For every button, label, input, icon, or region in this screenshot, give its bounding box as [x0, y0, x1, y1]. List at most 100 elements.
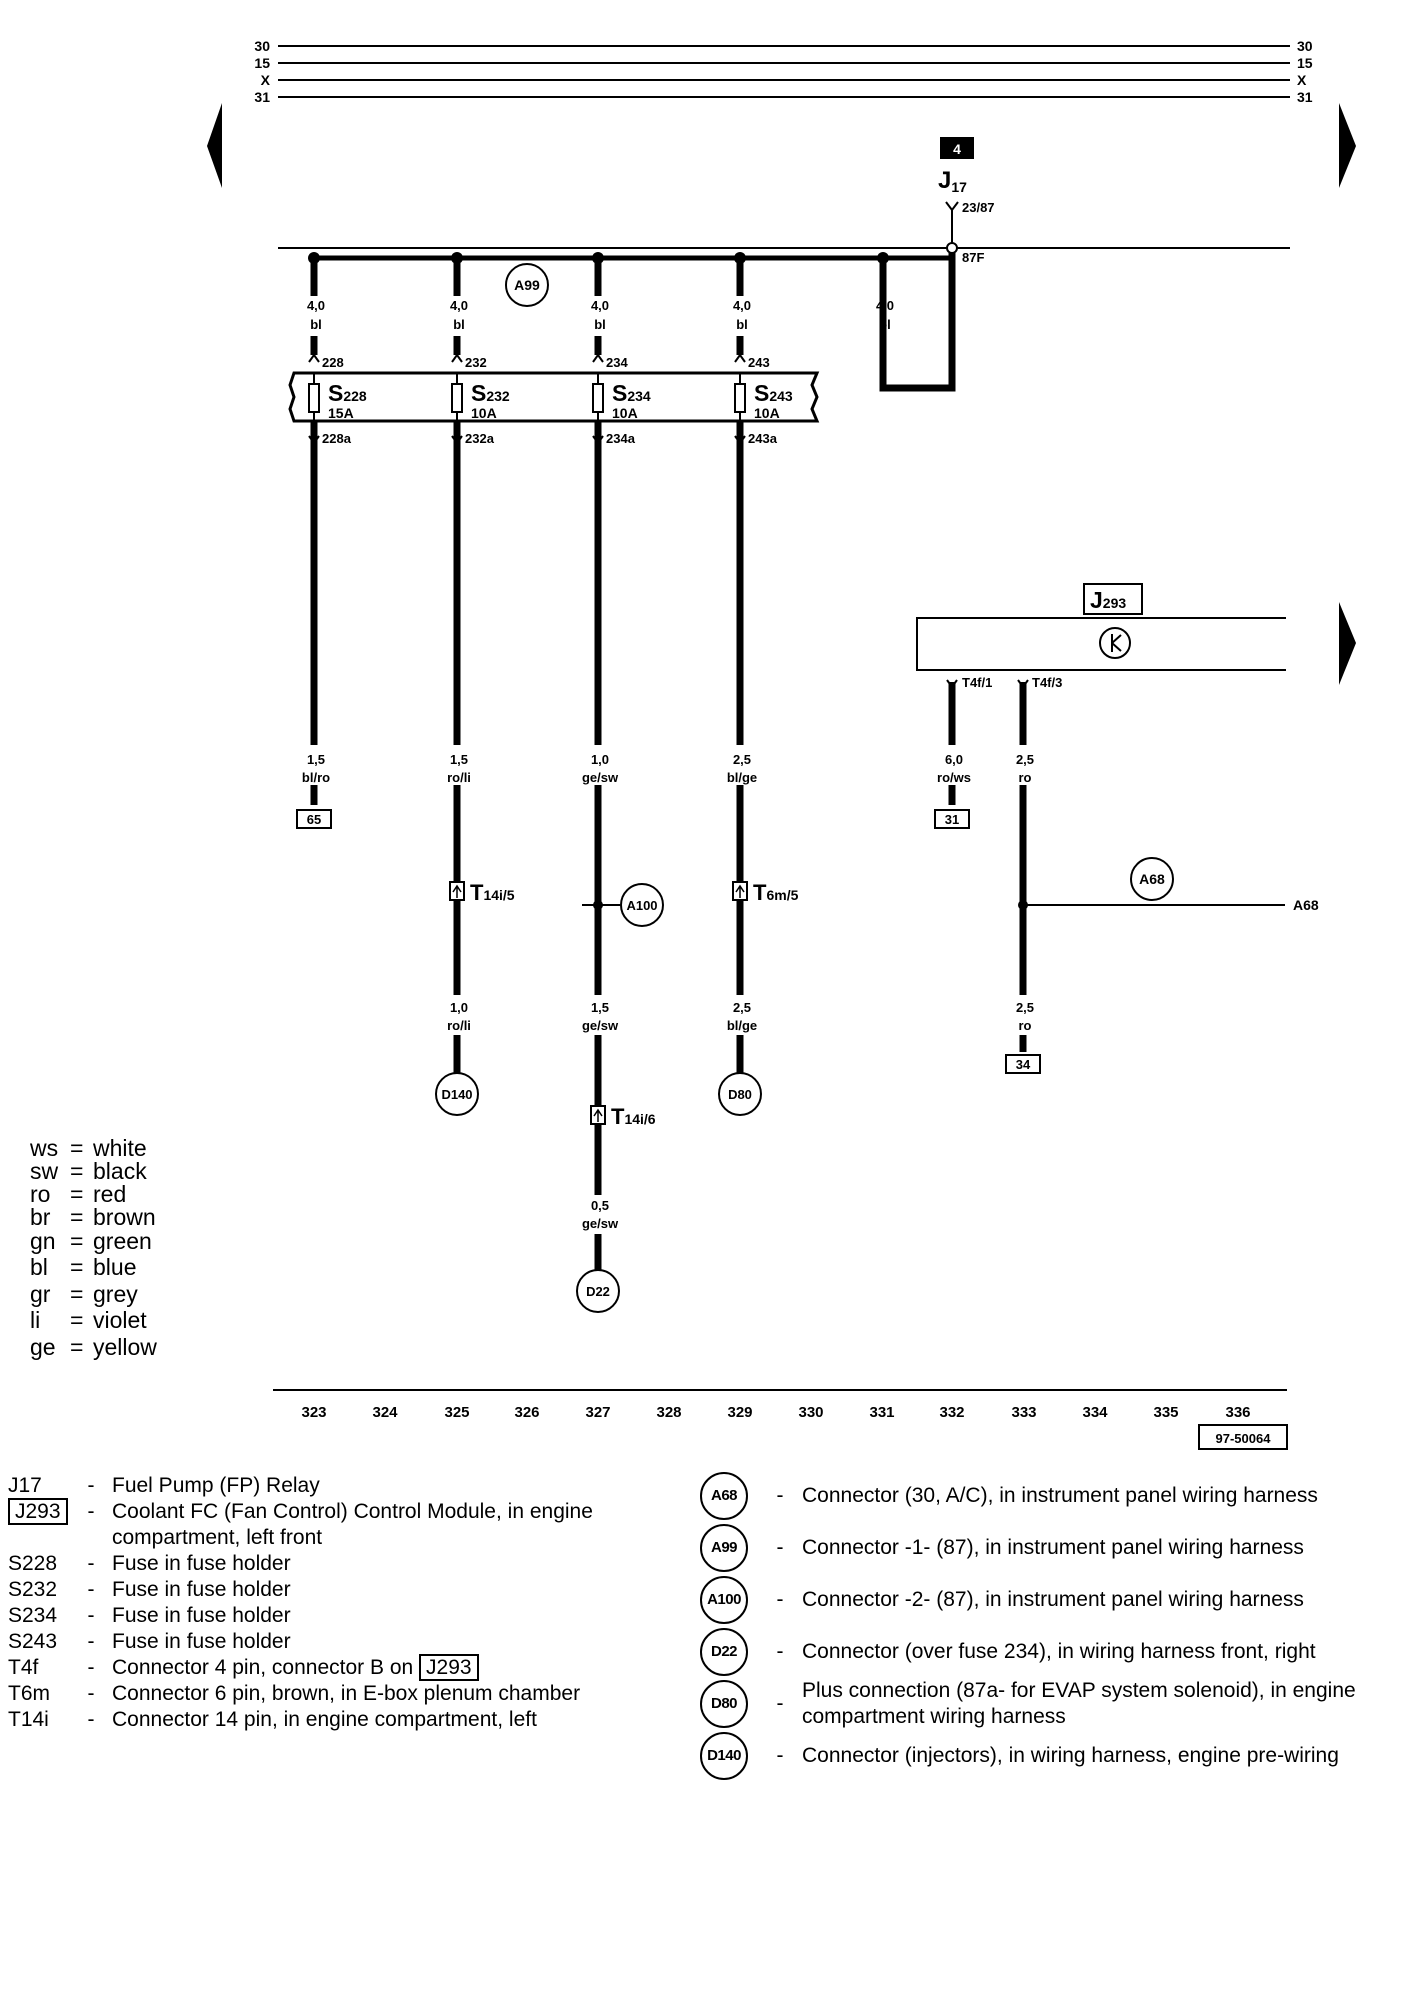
relay-name: J [938, 167, 951, 194]
legend-row-s234: S234 - Fuse in fuse holder [8, 1603, 668, 1629]
continue-right-arrow-icon[interactable] [1339, 602, 1356, 685]
wire-size-label: 1,5 [450, 752, 468, 767]
legend-desc: Connector 14 pin, in engine compartment,… [112, 1708, 537, 1731]
fan-control-icon [1099, 627, 1131, 659]
wire-size-label: 4,0 [876, 298, 894, 313]
column-number: 336 [1225, 1404, 1250, 1421]
fuse-pin-bottom: 228a [322, 431, 352, 446]
a100-junction-node [593, 900, 603, 910]
bus-label: 30 [254, 38, 270, 54]
connector-circle-icon: A68 [700, 1472, 748, 1520]
column-number: 328 [656, 1404, 681, 1421]
legend-desc: Connector (over fuse 234), in wiring har… [802, 1640, 1316, 1663]
fuse-pin-bottom: 232a [465, 431, 495, 446]
legend-row-d140: D140 - Connector (injectors), in wiring … [700, 1730, 1400, 1782]
fuse-s228-label: S228 [328, 380, 367, 406]
fuse-pin-top: 234 [606, 355, 628, 370]
connector-circle-icon: D22 [700, 1628, 748, 1676]
ref-box-31 [934, 809, 970, 829]
wire-size-label: 4,0 [733, 298, 751, 313]
wire-size-label: 2,5 [733, 752, 751, 767]
color-code: gr [30, 1281, 51, 1307]
wire-size-label: 1,5 [591, 1000, 609, 1015]
fuse-holder-strip [288, 371, 820, 423]
color-name: yellow [93, 1334, 157, 1360]
legend-dash: - [87, 1656, 95, 1679]
legend-desc: Connector -1- (87), in instrument panel … [802, 1536, 1304, 1559]
diagram-id-box [1198, 1424, 1288, 1450]
legend-code: J17 [8, 1474, 42, 1497]
connector-t14i5-label: T14i/5 [470, 880, 515, 905]
fuse-pin-top: 232 [465, 355, 487, 370]
wire-size-label: 2,5 [1016, 1000, 1034, 1015]
color-code: bl [30, 1254, 48, 1280]
color-eq: = [70, 1334, 83, 1360]
fuse-rating: 15A [328, 405, 354, 421]
connector-t6m5-label: T6m/5 [753, 880, 799, 905]
page-prev-arrow-icon[interactable] [207, 103, 222, 188]
legend-desc: Plus connection (87a- for EVAP system so… [802, 1679, 1356, 1728]
legend-desc-ref: J293 [419, 1654, 479, 1681]
color-eq: = [70, 1135, 83, 1161]
wire-size-label: 1,5 [307, 752, 325, 767]
fuse-rating: 10A [754, 405, 780, 421]
color-eq: = [70, 1281, 83, 1307]
color-name: violet [93, 1307, 147, 1333]
legend-desc: Connector 4 pin, connector B on J293 [112, 1654, 668, 1681]
color-eq: = [70, 1307, 83, 1333]
j293-pin3-label: T4f/3 [1032, 675, 1062, 690]
legend-desc: Fuse in fuse holder [112, 1630, 291, 1653]
wire-size-label: 2,5 [733, 1000, 751, 1015]
legend-desc: Connector 6 pin, brown, in E-box plenum … [112, 1682, 581, 1705]
legend-code-boxed: J293 [8, 1498, 70, 1525]
legend-row-t4f: T4f - Connector 4 pin, connector B on J2… [8, 1654, 668, 1681]
column-number: 329 [727, 1404, 752, 1421]
color-legend: ws = white sw = black ro = red br = brow… [29, 1135, 157, 1360]
bus-label: 31 [1297, 89, 1313, 105]
bus-labels-left: 30 15 X 31 [254, 38, 270, 105]
legend-dash: - [87, 1552, 95, 1575]
a100-connector-icon [620, 883, 664, 927]
color-code: ro [30, 1181, 50, 1207]
column-number: 326 [514, 1404, 539, 1421]
fuse-icon [734, 383, 746, 413]
a99-connector-icon [505, 263, 549, 307]
a68-connector-label: A68 [1139, 871, 1165, 887]
legend-row-d22: D22 - Connector (over fuse 234), in wiri… [700, 1626, 1400, 1678]
color-name: red [93, 1181, 126, 1207]
color-code: li [30, 1307, 40, 1333]
fuse-pin-top: 243 [748, 355, 770, 370]
relay-pin-out: 87F [962, 250, 984, 265]
color-code: br [30, 1204, 51, 1230]
d140-connector-icon [435, 1072, 479, 1116]
fuse-icons [308, 383, 746, 413]
connector-circle-icon: A99 [700, 1524, 748, 1572]
bus-label: 31 [254, 89, 270, 105]
legend-dash: - [776, 1692, 784, 1715]
wire-color-label: bl [594, 317, 606, 332]
connector-t14i6-label: T14i/6 [611, 1104, 656, 1129]
bus-label: X [1297, 72, 1307, 88]
d140-connector-label: D140 [441, 1087, 472, 1102]
legend-desc: Connector -2- (87), in instrument panel … [802, 1588, 1304, 1611]
wire-color-label: bl/ge [727, 1018, 757, 1033]
wire-size-label: 1,0 [450, 1000, 468, 1015]
column-number: 325 [444, 1404, 469, 1421]
wiring-diagram: 30 15 X 31 30 15 X 31 4 J17 23/87 87F A9… [29, 38, 1356, 1450]
color-eq: = [70, 1158, 83, 1184]
legend-row-a100: A100 - Connector -2- (87), in instrument… [700, 1574, 1400, 1626]
d22-connector-icon [576, 1269, 620, 1313]
fuse-icon [592, 383, 604, 413]
page-next-arrow-icon[interactable] [1339, 103, 1356, 188]
fuse-pin-bottom: 234a [606, 431, 636, 446]
wire-color-label: bl/ge [727, 770, 757, 785]
legend-row-j293: J293 - Coolant FC (Fan Control) Control … [8, 1498, 668, 1551]
legend-desc: Fuse in fuse holder [112, 1552, 291, 1575]
column-number: 335 [1153, 1404, 1178, 1421]
column-number: 327 [585, 1404, 610, 1421]
color-name: brown [93, 1204, 156, 1230]
color-name: green [93, 1228, 152, 1254]
bus-label: X [261, 72, 271, 88]
legend-row-a99: A99 - Connector -1- (87), in instrument … [700, 1522, 1400, 1574]
legend-dash: - [87, 1708, 95, 1731]
